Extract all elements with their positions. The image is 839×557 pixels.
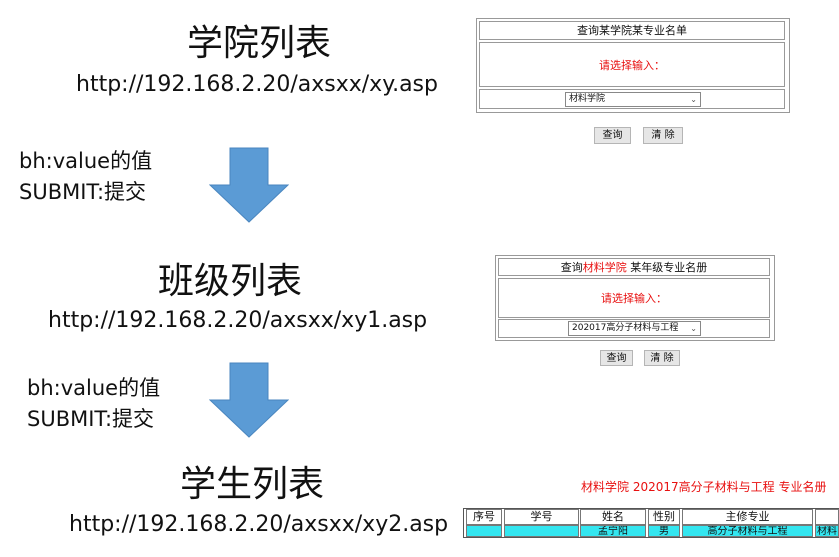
step2-select-value: 202017高分子材料与工程 <box>572 323 679 333</box>
step2-select-row <box>498 319 770 338</box>
step1-title: 学院列表 <box>187 23 332 64</box>
down-arrow-icon <box>209 147 289 223</box>
table-header-cell: 学号 <box>504 509 579 525</box>
student-list-caption: 材料学院 202017高分子材料与工程 专业名册 <box>581 480 827 494</box>
step1-form-header: 查询某学院某专业名单 <box>479 21 785 40</box>
step1-select-value: 材料学院 <box>569 94 606 104</box>
transition1-line2: SUBMIT:提交 <box>19 180 147 204</box>
table-cell <box>466 525 502 537</box>
table-cell: 男 <box>648 525 680 537</box>
step2-form-prompt: 请选择输入： <box>498 278 770 318</box>
step2-clear-button[interactable]: 清 除 <box>644 350 680 366</box>
step2-form-panel: 查询材料学院 某年级专业名册 请选择输入： 202017高分子材料与工程 ⌄ <box>495 255 775 341</box>
table-cell: 孟宁阳 <box>580 525 646 537</box>
down-arrow-icon <box>209 362 289 438</box>
step3-url: http://192.168.2.20/axsxx/xy2.asp <box>69 512 449 537</box>
step1-url: http://192.168.2.20/axsxx/xy.asp <box>76 72 438 97</box>
transition1-notes: bh:value的值 SUBMIT:提交 <box>19 146 152 208</box>
table-header-cell <box>815 509 839 525</box>
step2-header-pre: 查询 <box>560 261 583 274</box>
transition1-line1: bh:value的值 <box>19 149 153 173</box>
step1-form-panel: 查询某学院某专业名单 请选择输入： 材料学院 ⌄ <box>476 18 790 113</box>
chevron-down-icon: ⌄ <box>690 324 697 333</box>
transition2-line1: bh:value的值 <box>27 376 161 400</box>
table-cell <box>504 525 579 537</box>
step2-form-header: 查询材料学院 某年级专业名册 <box>498 258 770 276</box>
step1-select-row <box>479 89 785 109</box>
student-table: 序号 学号 姓名 性别 主修专业 孟宁阳 男 高分子材料与工程 材料 <box>463 508 839 538</box>
step1-college-select[interactable]: 材料学院 ⌄ <box>565 92 701 107</box>
step2-header-highlight: 材料学院 <box>582 261 627 274</box>
table-header-cell: 序号 <box>466 509 502 525</box>
step2-query-button[interactable]: 查询 <box>600 350 633 366</box>
transition2-notes: bh:value的值 SUBMIT:提交 <box>27 373 160 435</box>
step2-header-post: 某年级专业名册 <box>626 261 708 274</box>
step1-query-button[interactable]: 查询 <box>594 127 631 144</box>
table-header-cell: 性别 <box>648 509 680 525</box>
table-header-cell: 主修专业 <box>682 509 813 525</box>
step1-clear-button[interactable]: 清 除 <box>643 127 683 144</box>
step3-title: 学生列表 <box>180 464 325 505</box>
step2-title: 班级列表 <box>158 261 303 302</box>
transition2-line2: SUBMIT:提交 <box>27 407 155 431</box>
step1-form-prompt: 请选择输入： <box>479 42 785 87</box>
table-header-cell: 姓名 <box>580 509 646 525</box>
step2-url: http://192.168.2.20/axsxx/xy1.asp <box>48 308 428 333</box>
table-cell: 材料 <box>815 525 839 537</box>
chevron-down-icon: ⌄ <box>690 95 697 104</box>
table-cell: 高分子材料与工程 <box>682 525 813 537</box>
step2-class-select[interactable]: 202017高分子材料与工程 ⌄ <box>568 321 701 336</box>
